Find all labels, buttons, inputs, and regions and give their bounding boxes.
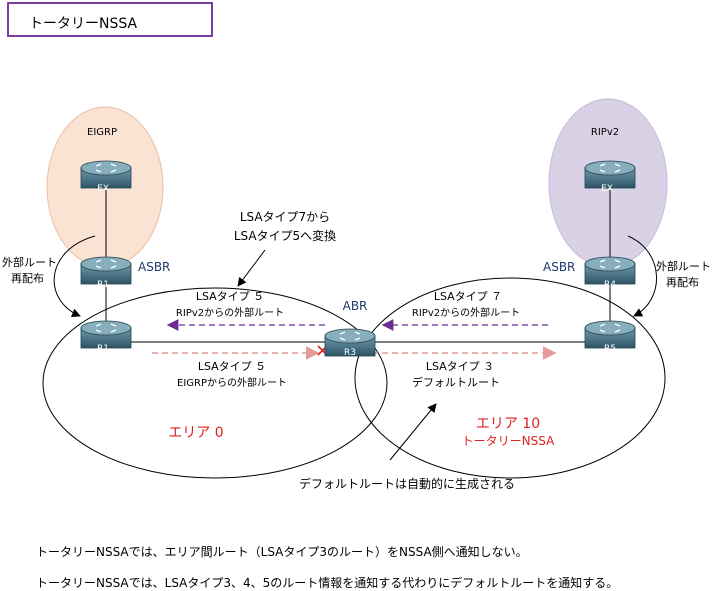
lsa-left-bottom-type: LSAタイプ ５ (198, 360, 266, 373)
router-label-ex-right: EX (601, 184, 613, 194)
redistribute-left-line1: 外部ルート (2, 255, 57, 269)
router-label-r3: R3 (344, 348, 356, 358)
abr-label: ABR (343, 299, 368, 313)
area10-label: エリア 10 (476, 416, 540, 432)
lsa-right-top-desc: RIPv2からの外部ルート (412, 306, 520, 319)
redistribute-left-line2: 再配布 (11, 272, 44, 285)
lsa-right-top-type: LSAタイプ ７ (434, 290, 502, 303)
router-label-r1-asbr: R1 (97, 280, 109, 290)
ripv2-label: RIPv2 (591, 127, 619, 138)
router-label-r4: R4 (604, 280, 616, 290)
lsa-left-top-desc: RIPv2からの外部ルート (176, 306, 284, 319)
redistribute-arrow-right (627, 235, 657, 317)
lsa-left-top-type: LSAタイプ ５ (196, 290, 264, 303)
asbr-right-label: ASBR (543, 260, 575, 274)
area10-sub-label: トータリーNSSA (462, 434, 555, 448)
redistribute-right-line1: 外部ルート (656, 259, 711, 273)
lsa-right-bottom-type: LSAタイプ ３ (426, 360, 494, 373)
router-label-ex-left: EX (97, 184, 109, 194)
area10-boundary (354, 277, 666, 479)
router-label-r1: R1 (97, 344, 109, 354)
eigrp-label: EIGRP (87, 127, 117, 138)
page-title: トータリーNSSA (29, 16, 138, 32)
router-label-r5: R5 (604, 344, 616, 354)
redistribute-arrow-left (53, 235, 96, 318)
redistribute-right-line2: 再配布 (666, 276, 699, 289)
default-route-note: デフォルトルートは自動的に生成される (299, 476, 515, 491)
asbr-left-label: ASBR (138, 260, 170, 274)
convert-label-line1: LSAタイプ7から (240, 210, 330, 224)
note-line-2: トータリーNSSAでは、LSAタイプ3、4、5のルート情報を通知する代わりにデフ… (36, 576, 619, 590)
lsa-right-bottom-desc: デフォルトルート (412, 375, 500, 389)
area0-boundary (42, 287, 388, 479)
convert-label-line2: LSAタイプ5へ変換 (234, 228, 336, 243)
default-note-arrow (389, 403, 437, 461)
lsa-left-bottom-desc: EIGRPからの外部ルート (177, 376, 287, 389)
title-box: トータリーNSSA (7, 2, 213, 37)
area0-label: エリア 0 (168, 425, 223, 441)
note-line-1: トータリーNSSAでは、エリア間ルート（LSAタイプ3のルート）をNSSA側へ通… (36, 545, 528, 559)
convert-arrow (237, 249, 266, 287)
